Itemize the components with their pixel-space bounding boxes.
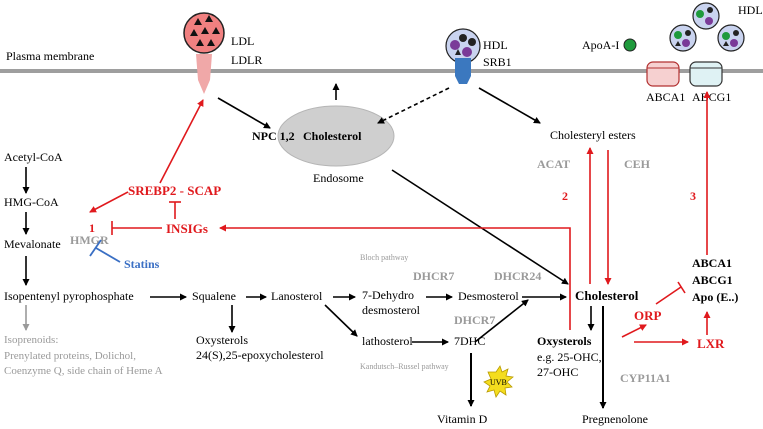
apoa1-icon xyxy=(623,38,637,52)
hdl-particles-top xyxy=(669,2,745,52)
statin-inhibition xyxy=(89,239,121,263)
dehydro-line-1: 7-Dehydro xyxy=(362,288,414,302)
endosome-label: Endosome xyxy=(313,171,364,185)
oxysterols-right-label: Oxysterols e.g. 25-OHC, 27-OHC xyxy=(537,334,605,379)
insigs-label: INSIGs xyxy=(166,221,208,236)
abca1-label: ABCA1 xyxy=(646,90,685,104)
ldl-label: LDL xyxy=(231,34,254,48)
orp-label: ORP xyxy=(634,308,662,323)
hmg-coa-label: HMG-CoA xyxy=(4,195,59,209)
red-arrows xyxy=(89,91,711,346)
apoa1-label: ApoA-I xyxy=(582,38,619,52)
bloch-pathway-label: Bloch pathway xyxy=(360,253,408,262)
abca1-transporter xyxy=(646,61,680,87)
vitamin-d-label: Vitamin D xyxy=(437,412,488,426)
srb1-label: SRB1 xyxy=(483,55,512,69)
dhcr7-bottom-label: DHCR7 xyxy=(454,313,495,327)
plasma-membrane xyxy=(0,69,763,73)
dhcr24-label: DHCR24 xyxy=(494,269,541,283)
isoprenoids-line-2: Prenylated proteins, Dolichol, xyxy=(4,350,136,362)
lathosterol-label: lathosterol xyxy=(362,334,413,348)
dehydro-line-2: desmosterol xyxy=(362,303,421,317)
npc-label: NPC 1,2 xyxy=(252,129,295,143)
hdl-particle-srb1 xyxy=(445,28,481,64)
endosome xyxy=(277,105,395,167)
cyp11a1-label: CYP11A1 xyxy=(620,371,671,385)
isoprenoids-line-3: Coenzyme Q, side chain of Heme A xyxy=(4,365,163,377)
cholesteryl-esters-label: Cholesteryl esters xyxy=(550,128,636,142)
ldlr-label: LDLR xyxy=(231,53,262,67)
lanosterol-label: Lanosterol xyxy=(271,289,323,303)
pregnenolone-label: Pregnenolone xyxy=(582,412,648,426)
oxysterols-right-title: Oxysterols xyxy=(537,334,592,348)
statins-label: Statins xyxy=(124,257,160,271)
hmgr-label: HMGR xyxy=(70,233,109,247)
hdl-srb1-label: HDL xyxy=(483,38,508,52)
oxysterols-right-line-3: 27-OHC xyxy=(537,365,578,379)
oxysterols-left-line-2: 24(S),25-epoxycholesterol xyxy=(196,348,324,362)
desmosterol-label: Desmosterol xyxy=(458,289,519,303)
uvb-burst-icon xyxy=(483,365,514,398)
ipp-label: Isopentenyl pyrophosphate xyxy=(4,289,134,303)
isoprenoids-label: Isoprenoids: Prenylated proteins, Dolich… xyxy=(4,334,163,377)
lxr-targets-label: ABCA1 ABCG1 Apo (E..) xyxy=(692,256,738,304)
step-3-label: 3 xyxy=(690,189,696,203)
7dhc-label: 7DHC xyxy=(454,334,485,348)
oxysterols-left-line-1: Oxysterols xyxy=(196,333,248,347)
srb1-receptor xyxy=(455,58,471,84)
isoprenoids-line-1: Isoprenoids: xyxy=(4,334,58,346)
ceh-label: CEH xyxy=(624,157,651,171)
srebp2-scap-label: SREBP2 - SCAP xyxy=(128,183,221,198)
black-arrows xyxy=(22,83,607,409)
dhcr7-top-label: DHCR7 xyxy=(413,269,454,283)
ldlr-receptor xyxy=(196,54,212,94)
acat-label: ACAT xyxy=(537,157,570,171)
mevalonate-label: Mevalonate xyxy=(4,237,61,251)
acetyl-coa-label: Acetyl-CoA xyxy=(4,150,63,164)
kandutsch-russel-label: Kandutsch–Russel pathway xyxy=(360,362,449,371)
target-abcg1: ABCG1 xyxy=(692,273,733,287)
uvb-label: UVB xyxy=(490,378,507,387)
dehydrodesmosterol-label: 7-Dehydro desmosterol xyxy=(362,288,421,317)
abcg1-transporter xyxy=(689,61,723,87)
target-apo: Apo (E..) xyxy=(692,290,738,304)
lxr-label: LXR xyxy=(697,336,725,351)
oxysterols-right-line-2: e.g. 25-OHC, xyxy=(537,350,602,364)
hdl-top-label: HDL xyxy=(738,3,763,17)
squalene-label: Squalene xyxy=(192,289,236,303)
abcg1-label: ABCG1 xyxy=(692,90,731,104)
step-2-label: 2 xyxy=(562,189,568,203)
membrane-label: Plasma membrane xyxy=(6,49,94,63)
endosome-cholesterol: Cholesterol xyxy=(303,129,362,143)
step-1-label: 1 xyxy=(89,221,95,235)
ldl-particle xyxy=(183,12,225,54)
cholesterol-label: Cholesterol xyxy=(575,288,639,303)
target-abca1: ABCA1 xyxy=(692,256,732,270)
oxysterols-left-label: Oxysterols 24(S),25-epoxycholesterol xyxy=(196,333,324,362)
